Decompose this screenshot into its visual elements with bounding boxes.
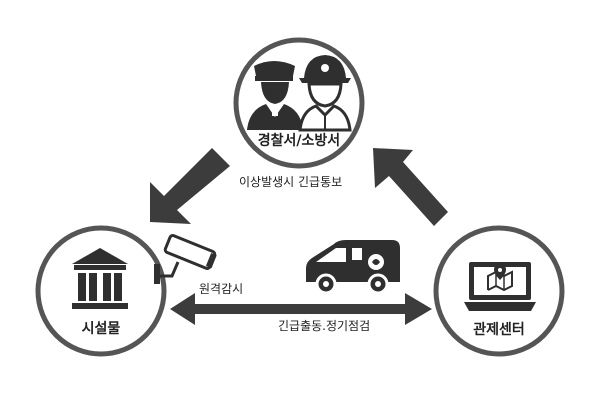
alert-edge-label: 이상발생시 긴급통보 — [239, 175, 343, 189]
right-node-label: 관제센터 — [473, 322, 525, 338]
top-node-label: 경찰서/소방서 — [257, 133, 341, 149]
police-officer-icon — [247, 61, 303, 130]
arrow-right-to-top — [373, 148, 448, 226]
cctv-camera-icon — [154, 234, 217, 284]
security-van-icon — [306, 240, 400, 295]
left-node-label: 시설물 — [81, 321, 121, 337]
building-icon — [72, 248, 128, 309]
arrow-top-to-left — [150, 148, 230, 224]
double-arrow-left-right — [170, 293, 432, 325]
laptop-map-icon — [464, 262, 536, 311]
left-node-circle — [35, 225, 167, 357]
dispatch-edge-label: 긴급출동.정기점검 — [278, 319, 371, 333]
monitor-edge-label: 원격감시 — [199, 282, 244, 296]
firefighter-icon — [298, 55, 352, 132]
